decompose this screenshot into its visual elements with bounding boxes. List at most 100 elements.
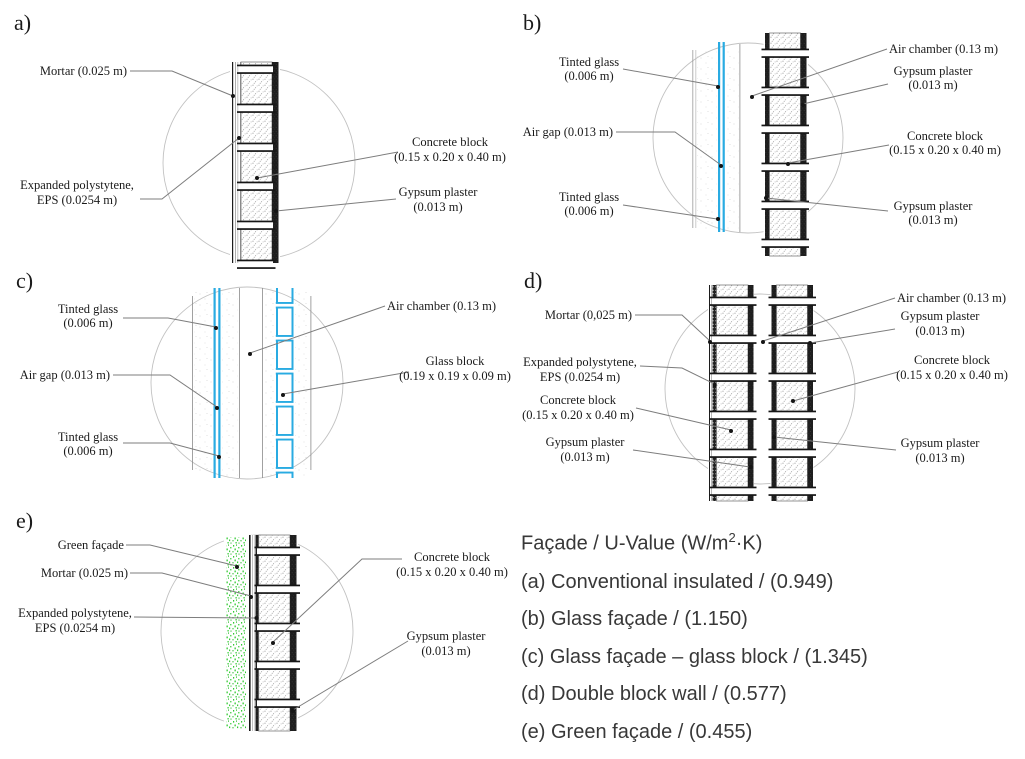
panel-tag-a: a) xyxy=(14,10,31,35)
eps-layer xyxy=(712,285,717,501)
wall-e xyxy=(224,534,300,732)
label-tinted-top-c-1: Tinted glass xyxy=(58,302,118,316)
label-tinted-top-c-2: (0.006 m) xyxy=(63,316,112,330)
wall-c xyxy=(192,288,312,478)
label-eps-a-1: Expanded polystytene, xyxy=(20,178,134,192)
speckle-band xyxy=(194,292,213,474)
legend-item-d: (d) Double block wall / (0.577) xyxy=(521,683,787,706)
glass-block-joints xyxy=(275,302,294,474)
label-tinted-bot-b-1: Tinted glass xyxy=(559,190,619,204)
eps-layer xyxy=(255,535,259,731)
panel-tag-e: e) xyxy=(16,508,33,533)
label-gypsum-e-1: Gypsum plaster xyxy=(407,629,487,643)
speckle-band xyxy=(295,290,309,476)
label-gypsum-bot-b-1: Gypsum plaster xyxy=(894,199,974,213)
section-circle-c xyxy=(150,286,344,480)
panel-a: a) Mortar (0.025 m) Expanded polystytene… xyxy=(14,10,506,269)
eps-line xyxy=(240,62,241,263)
block-joints xyxy=(237,64,276,269)
legend-item-b: (b) Glass façade / (1.150) xyxy=(521,608,748,631)
label-glass-block-c-1: Glass block xyxy=(426,354,485,368)
label-gypsum-e-2: (0.013 m) xyxy=(421,644,470,658)
gypsum-layer-right xyxy=(800,33,807,256)
speckle-band xyxy=(264,288,275,478)
glass-block-column-left xyxy=(276,288,278,478)
concrete-block-layer xyxy=(240,61,273,264)
legend-item-a: (a) Conventional insulated / (0.949) xyxy=(521,570,834,593)
mortar-line xyxy=(711,285,712,501)
label-gypsum-left-d-1: Gypsum plaster xyxy=(546,435,626,449)
inner-line xyxy=(310,296,312,470)
label-gypsum-left-d-2: (0.013 m) xyxy=(560,450,609,464)
gypsum-layer xyxy=(290,535,297,731)
label-concrete-a-1: Concrete block xyxy=(412,135,489,149)
facade-figure-canvas: a) Mortar (0.025 m) Expanded polystytene… xyxy=(14,10,1008,732)
glass-block-column-right xyxy=(291,288,294,478)
wall-b xyxy=(692,32,809,257)
label-concrete-right-d-2: (0.15 x 0.20 x 0.40 m) xyxy=(896,368,1008,382)
section-circle-b xyxy=(652,42,844,234)
label-gypsum-a-2: (0.013 m) xyxy=(413,200,462,214)
air-chamber-line-left xyxy=(239,288,240,478)
mortar-line xyxy=(235,62,236,263)
label-concrete-left-d-1: Concrete block xyxy=(540,393,617,407)
panel-c: c) Tinted glass (0.006 m) Air gap (0. xyxy=(16,268,511,480)
inner-line xyxy=(739,44,741,232)
block-joints xyxy=(254,546,300,708)
gypsum-layer-left xyxy=(748,285,754,501)
panel-tag-d: d) xyxy=(524,268,542,293)
panel-e: e) Green façade Mortar (0.025 m) Expande… xyxy=(16,508,508,732)
leaders-e xyxy=(126,544,409,713)
panel-tag-c: c) xyxy=(16,268,33,293)
label-green-facade-e: Green façade xyxy=(58,538,125,552)
wall-a xyxy=(230,61,280,269)
label-gypsum-top-b-2: (0.013 m) xyxy=(908,78,957,92)
label-eps-d-1: Expanded polystytene, xyxy=(523,355,637,369)
label-eps-e-2: EPS (0.0254 m) xyxy=(35,621,115,635)
legend-item-c: (c) Glass façade – glass block / (1.345) xyxy=(521,645,868,668)
outer-line xyxy=(192,296,193,470)
gypsum-layer-outer xyxy=(807,285,813,501)
mortar-layer xyxy=(232,62,234,263)
label-eps-d-2: EPS (0.0254 m) xyxy=(540,370,620,384)
label-gypsum-right-top-d-2: (0.013 m) xyxy=(915,324,964,338)
outer-line xyxy=(692,50,694,228)
outer-line2 xyxy=(695,50,697,228)
label-concrete-e-2: (0.15 x 0.20 x 0.40 m) xyxy=(396,565,508,579)
label-tinted-bot-c-1: Tinted glass xyxy=(58,430,118,444)
leaders-b xyxy=(616,48,890,221)
gypsum-layer xyxy=(272,62,279,263)
label-air-chamber-d: Air chamber (0.13 m) xyxy=(897,291,1006,305)
leaders-d xyxy=(632,297,899,469)
block-joints xyxy=(709,296,757,496)
speckle-band xyxy=(222,290,238,476)
eps-line2 xyxy=(254,535,255,731)
panel-d: d) Mortar (0,025 m) xyxy=(522,268,1008,502)
u-value-legend: Façade / U-Value (W/m2·K) (a) Convention… xyxy=(521,527,1016,759)
label-eps-e-1: Expanded polystytene, xyxy=(18,606,132,620)
speckle-band xyxy=(726,48,739,230)
label-tinted-bot-c-2: (0.006 m) xyxy=(63,444,112,458)
label-mortar-d: Mortar (0,025 m) xyxy=(545,308,632,322)
label-gypsum-top-b-1: Gypsum plaster xyxy=(894,64,974,78)
legend-item-e: (e) Green façade / (0.455) xyxy=(521,720,753,743)
label-air-gap-c: Air gap (0.013 m) xyxy=(20,368,110,382)
legend-title: Façade / U-Value (W/m2·K) xyxy=(521,530,763,555)
green-facade-layer xyxy=(226,537,246,729)
label-mortar-e: Mortar (0.025 m) xyxy=(41,566,128,580)
label-concrete-right-d-1: Concrete block xyxy=(914,353,991,367)
label-concrete-e-1: Concrete block xyxy=(414,550,491,564)
label-tinted-top-b-1: Tinted glass xyxy=(559,55,619,69)
mortar-layer xyxy=(709,285,710,501)
tinted-glass-layer-outer xyxy=(718,42,721,232)
label-concrete-b-2: (0.15 x 0.20 x 0.40 m) xyxy=(889,143,1001,157)
label-gypsum-a-1: Gypsum plaster xyxy=(399,185,479,199)
block-joints xyxy=(761,48,809,248)
gypsum-layer-inner xyxy=(771,285,777,501)
label-mortar-a: Mortar (0.025 m) xyxy=(40,64,127,78)
speckle-band xyxy=(697,48,717,230)
label-eps-a-2: EPS (0.0254 m) xyxy=(37,193,117,207)
panel-b: b) Tinted glass (0.006 m) Air xyxy=(523,10,1001,257)
label-gypsum-bot-b-2: (0.013 m) xyxy=(908,213,957,227)
concrete-block-layer-right xyxy=(776,284,808,502)
